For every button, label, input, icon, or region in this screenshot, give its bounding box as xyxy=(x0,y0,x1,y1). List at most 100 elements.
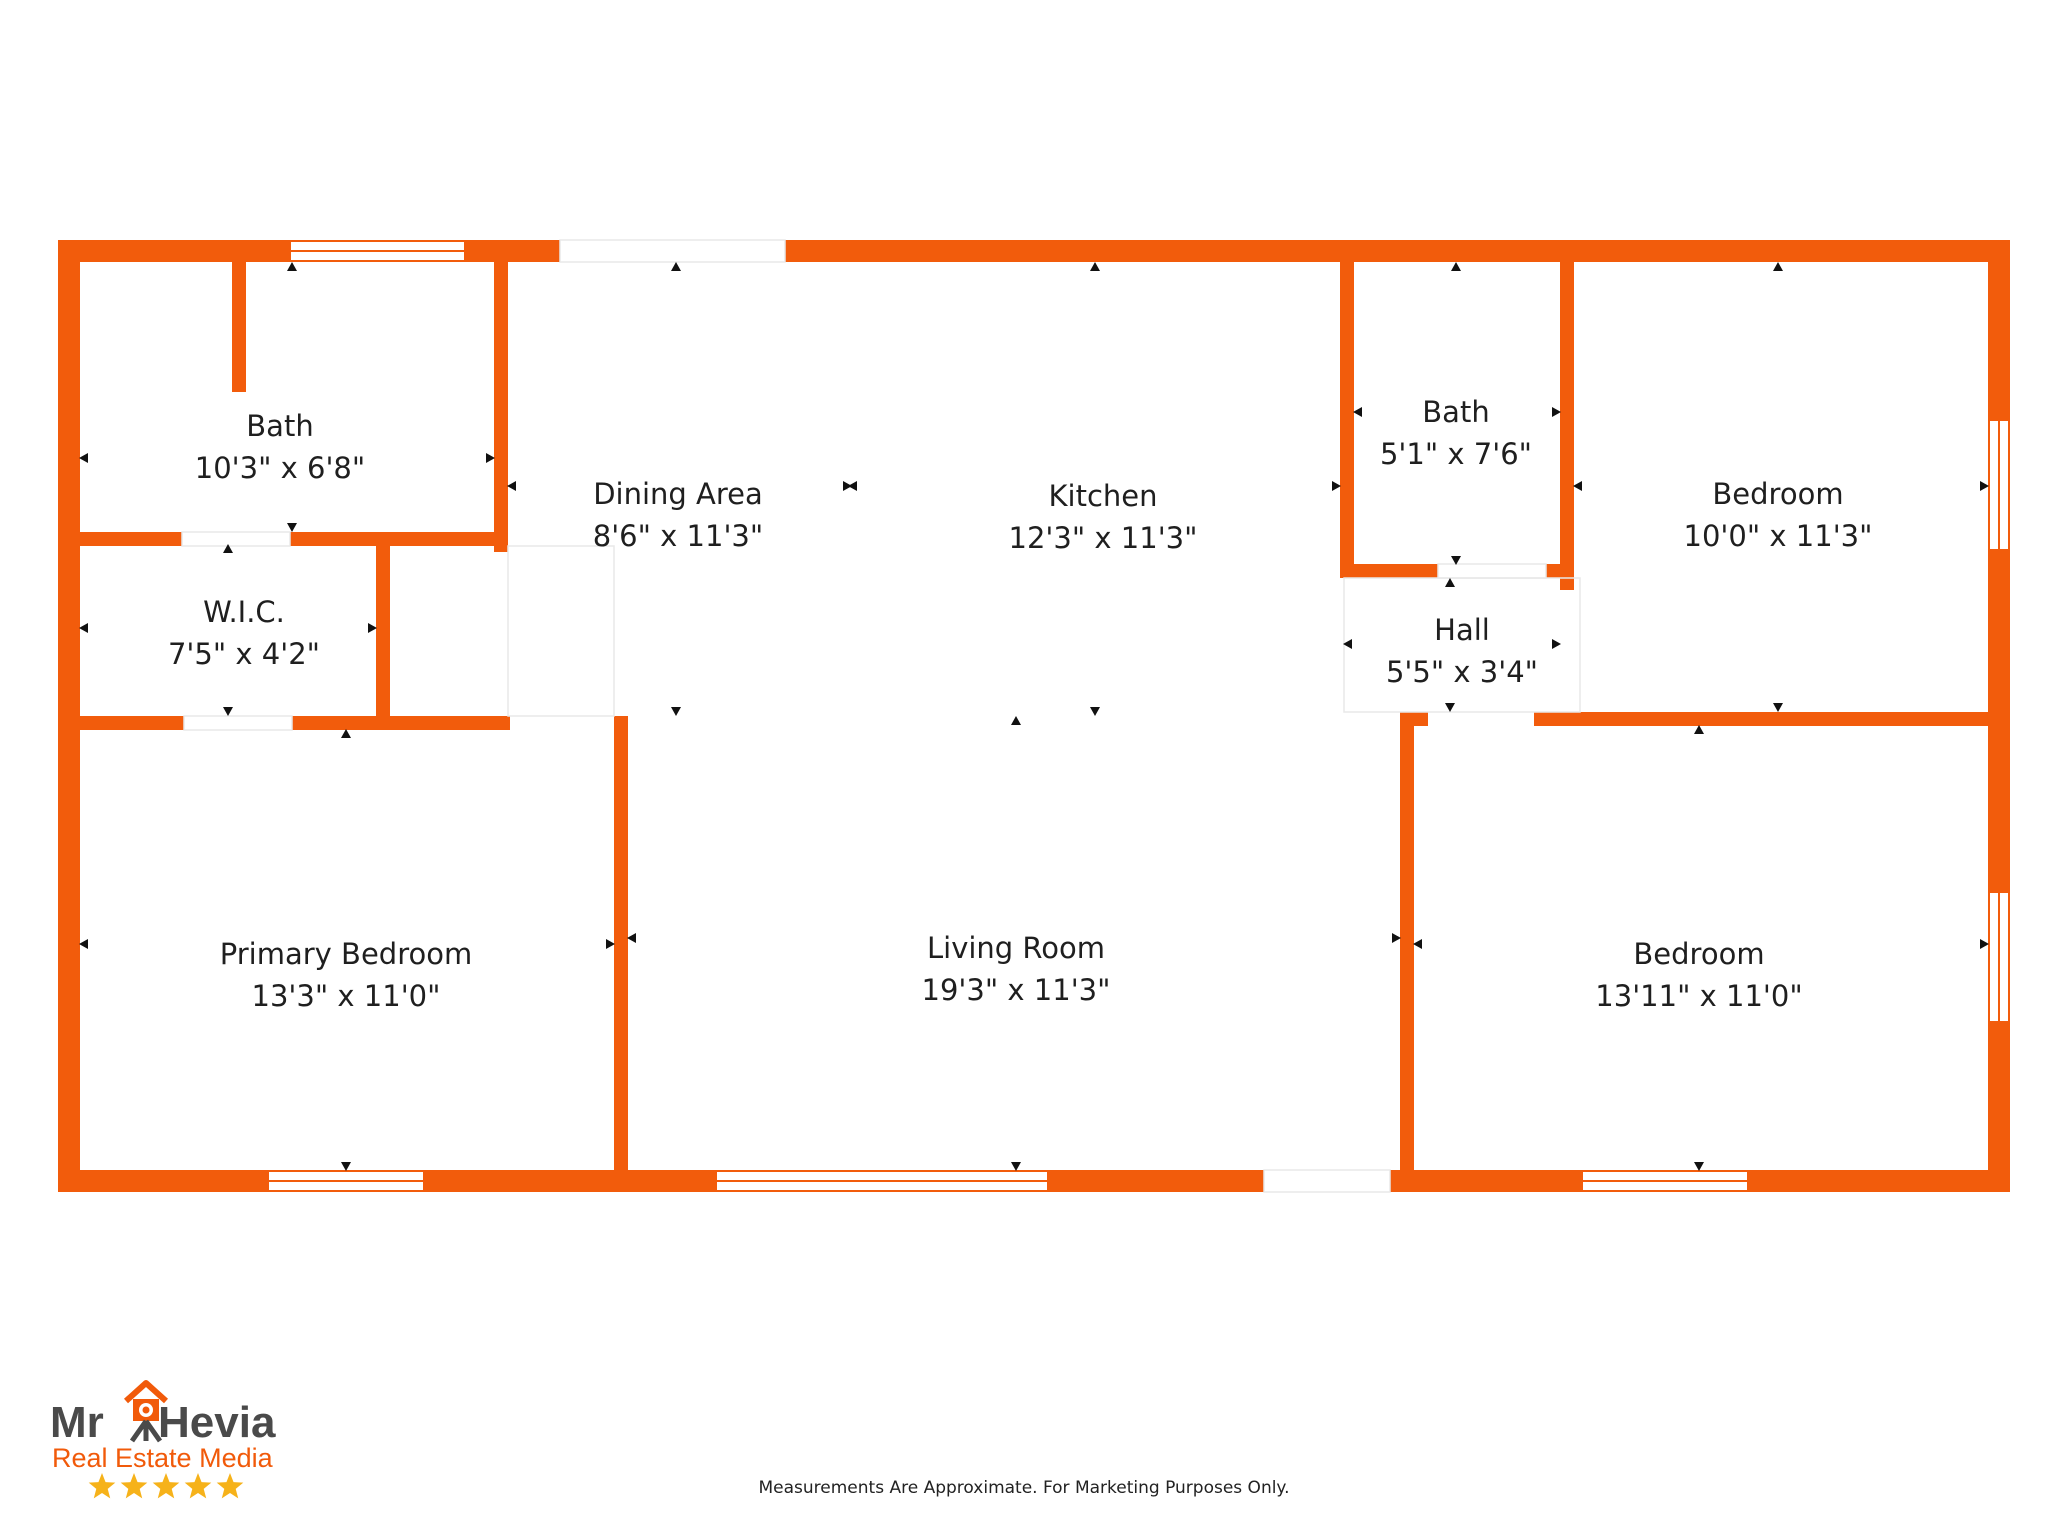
dimension-marker-left xyxy=(1413,939,1422,949)
window-bedroom-ne-right xyxy=(1988,419,2010,551)
wall-bath-bottom-b xyxy=(290,532,508,546)
dimension-marker-up xyxy=(1694,725,1704,734)
room-kitchen-name: Kitchen xyxy=(1049,479,1158,513)
dimension-marker-right xyxy=(1392,933,1401,943)
wall-bath2-right xyxy=(1560,262,1574,590)
wall-bath-bottom-a xyxy=(80,532,182,546)
opening-dining xyxy=(507,545,615,717)
dimension-marker-left xyxy=(627,933,636,943)
dimension-marker-up xyxy=(287,262,297,271)
wall-bedroom-se-left xyxy=(1400,712,1414,1172)
wall-bath-right xyxy=(494,262,508,552)
dimension-marker-down xyxy=(287,523,297,532)
room-bedroom-ne-name: Bedroom xyxy=(1712,477,1843,511)
dimension-marker-left xyxy=(79,939,88,949)
dimension-marker-down xyxy=(1773,703,1783,712)
opening-entry-bottom xyxy=(1263,1169,1391,1193)
opening-entry-top xyxy=(559,239,786,263)
wall-top-left xyxy=(58,240,290,262)
dimension-marker-left xyxy=(1573,481,1582,491)
dimension-marker-down xyxy=(1451,556,1461,565)
window-bedroom-se-bottom xyxy=(1581,1170,1749,1192)
dimension-marker-left xyxy=(848,481,857,491)
dimension-marker-right xyxy=(1332,481,1341,491)
wall-primary-right xyxy=(614,716,628,1172)
door-wic-primary xyxy=(183,715,293,731)
wall-bath2-bottom-a xyxy=(1340,564,1438,578)
dimension-marker-up xyxy=(1773,262,1783,271)
room-bedroom-se-dims: 13'11" x 11'0" xyxy=(1595,979,1802,1013)
logo-word-left: Mr xyxy=(50,1398,104,1447)
room-hall-dims: 5'5" x 3'4" xyxy=(1386,655,1538,689)
dimension-marker-right xyxy=(1980,481,1989,491)
room-bedroom-ne-dims: 10'0" x 11'3" xyxy=(1684,519,1873,553)
wall-bath2-left xyxy=(1340,262,1354,578)
house-camera-icon xyxy=(123,1380,169,1421)
star-icon xyxy=(88,1473,116,1499)
logo-subtitle: Real Estate Media xyxy=(52,1443,274,1473)
wall-bath2-bottom-b xyxy=(1546,564,1560,578)
dimension-marker-right xyxy=(486,453,495,463)
opening-hall xyxy=(1343,577,1581,713)
logo-word-right: Hevia xyxy=(158,1398,276,1447)
wall-bottom-4 xyxy=(1390,1170,1582,1192)
wall-primary-top-a xyxy=(80,716,184,730)
room-labels: Bath 10'3" x 6'8" W.I.C. 7'5" x 4'2" Din… xyxy=(168,395,1872,1013)
rating-stars xyxy=(88,1473,244,1499)
dimension-marker-left xyxy=(507,481,516,491)
dimension-marker-up xyxy=(223,544,233,553)
dimension-marker-left xyxy=(79,453,88,463)
wall-left xyxy=(58,240,80,1192)
window-primary-bottom xyxy=(267,1170,425,1192)
door-openings xyxy=(181,239,1581,1193)
room-living-dims: 19'3" x 11'3" xyxy=(922,973,1111,1007)
dimension-marker-right xyxy=(606,939,615,949)
wall-bottom-1 xyxy=(58,1170,268,1192)
dimension-marker-left xyxy=(1353,407,1362,417)
dimension-marker-left xyxy=(79,623,88,633)
dimension-marker-up xyxy=(341,729,351,738)
window-bath-top xyxy=(289,240,466,262)
dimension-marker-down xyxy=(1694,1162,1704,1171)
wall-bedroom-ne-bottom xyxy=(1534,712,1988,726)
dimension-marker-up xyxy=(1445,578,1455,587)
room-bath-1-dims: 10'3" x 6'8" xyxy=(195,451,365,485)
room-kitchen-dims: 12'3" x 11'3" xyxy=(1009,521,1198,555)
room-bath-2-name: Bath xyxy=(1422,395,1489,429)
brand-logo: Mr Hevia Real Estate Media xyxy=(50,1380,276,1499)
star-icon xyxy=(216,1473,244,1499)
dimension-marker-up xyxy=(1090,262,1100,271)
door-bath2 xyxy=(1437,563,1547,579)
dimension-markers xyxy=(79,262,1989,1171)
window-bedroom-se-right xyxy=(1988,891,2010,1023)
dimension-marker-right xyxy=(1980,939,1989,949)
dimension-marker-right xyxy=(843,481,852,491)
dimension-marker-down xyxy=(223,707,233,716)
room-bath-2-dims: 5'1" x 7'6" xyxy=(1380,437,1532,471)
wall-wic-right xyxy=(376,546,390,720)
room-hall-name: Hall xyxy=(1434,613,1490,647)
star-icon xyxy=(120,1473,148,1499)
dimension-marker-right xyxy=(1552,639,1561,649)
dimension-marker-down xyxy=(341,1162,351,1171)
wall-right-2 xyxy=(1988,550,2010,892)
room-primary-dims: 13'3" x 11'0" xyxy=(252,979,441,1013)
dimension-marker-up xyxy=(1451,262,1461,271)
walls xyxy=(58,240,2010,1192)
room-living-name: Living Room xyxy=(927,931,1105,965)
room-dining-dims: 8'6" x 11'3" xyxy=(593,519,763,553)
dimension-marker-down xyxy=(1090,707,1100,716)
dimension-marker-right xyxy=(1552,407,1561,417)
wall-bath-stub xyxy=(232,262,246,392)
wall-top-right xyxy=(785,240,2010,262)
dimension-marker-down xyxy=(1011,1162,1021,1171)
dimension-marker-down xyxy=(1445,703,1455,712)
wall-bottom-3 xyxy=(1048,1170,1264,1192)
door-bath-wic xyxy=(181,531,291,547)
wall-primary-top-b xyxy=(292,716,510,730)
star-icon xyxy=(184,1473,212,1499)
wall-bottom-2 xyxy=(424,1170,716,1192)
room-wic-dims: 7'5" x 4'2" xyxy=(168,637,320,671)
dimension-marker-up xyxy=(671,262,681,271)
